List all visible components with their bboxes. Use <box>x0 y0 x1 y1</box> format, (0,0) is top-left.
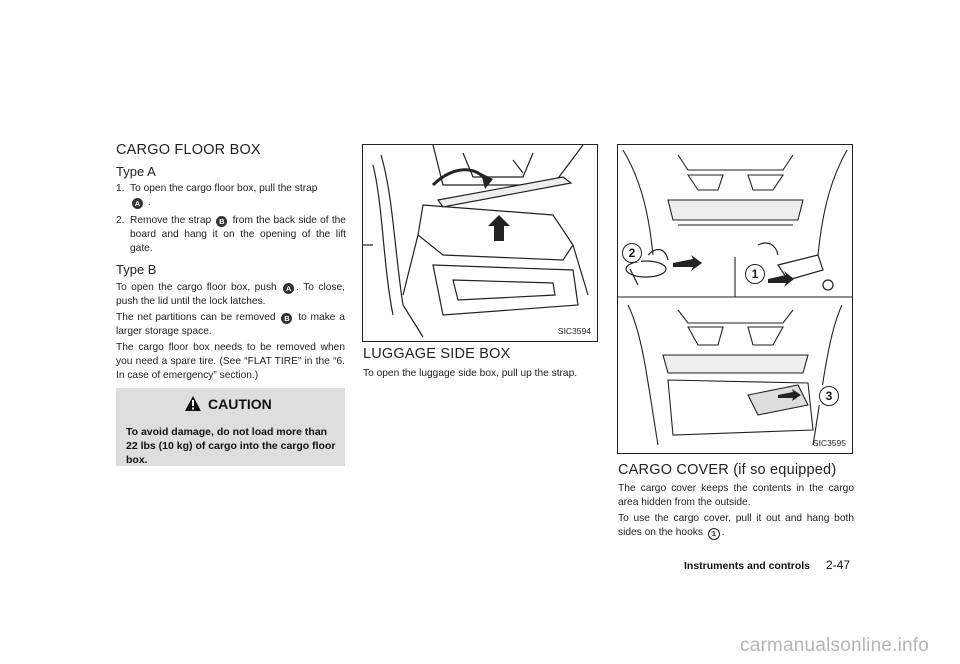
step-1-text: To open the cargo floor box, pull the st… <box>130 183 318 194</box>
luggage-side-box-text: To open the luggage side box, pull up th… <box>363 368 578 379</box>
section-title-cargo-floor-box: CARGO FLOOR BOX <box>116 142 261 158</box>
marker-a-icon: A <box>132 198 143 209</box>
step-2-number: 2. <box>116 215 125 226</box>
figure-luggage-side-box: SIC3594 <box>362 144 598 342</box>
subheading-type-b: Type B <box>116 262 157 277</box>
footer-page-number: 2-47 <box>826 558 851 572</box>
marker-1-icon: 1 <box>707 528 720 540</box>
section-title-luggage-side-box: LUGGAGE SIDE BOX <box>363 346 511 362</box>
step-2-text-a: Remove the strap <box>130 215 212 226</box>
warning-triangle-icon <box>185 396 201 411</box>
watermark: carmanualsonline.info <box>740 635 930 656</box>
cargo-cover-illustration <box>618 149 852 446</box>
caution-box: CAUTION To avoid damage, do not load mor… <box>116 388 345 466</box>
type-b-paragraph-3: The cargo floor box needs to be removed … <box>116 342 345 381</box>
marker-a-icon: A <box>283 283 295 294</box>
footer-section-label: Instruments and controls <box>684 560 811 572</box>
cargo-cover-paragraph-1: The cargo cover keeps the contents in th… <box>618 483 854 508</box>
marker-b-icon: B <box>216 216 228 227</box>
luggage-side-box-illustration <box>363 145 589 338</box>
step-2-text-b: from the back side of the board and hang… <box>130 215 346 254</box>
type-b-paragraph-2: The net partitions can be removed B to m… <box>116 312 345 337</box>
callout-2: 2 <box>622 243 642 263</box>
section-title-cargo-cover: CARGO COVER (if so equipped) <box>618 462 837 478</box>
subheading-type-a: Type A <box>116 164 156 179</box>
caution-title: CAUTION <box>208 396 272 412</box>
figure-cargo-cover: 2 1 3 SIC3595 <box>617 144 853 454</box>
cargo-cover-paragraph-2: To use the cargo cover, pull it out and … <box>618 513 854 540</box>
marker-b-icon: B <box>281 313 293 324</box>
caution-text: To avoid damage, do not load more than 2… <box>126 426 336 466</box>
callout-3: 3 <box>819 386 839 406</box>
step-1-number: 1. <box>116 183 125 194</box>
type-b-paragraph-1: To open the cargo floor box, push A. To … <box>116 282 345 307</box>
callout-1: 1 <box>745 264 765 284</box>
figure-code: SIC3594 <box>557 326 591 336</box>
figure-code: SIC3595 <box>812 438 846 448</box>
